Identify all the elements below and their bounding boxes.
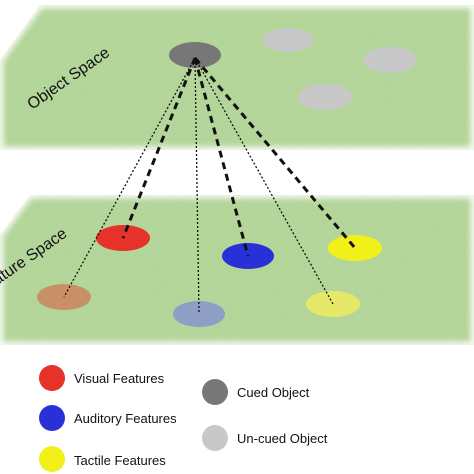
connection-auditory-front — [193, 57, 250, 257]
object-space-surface — [0, 5, 474, 150]
legend-item-tactile: Tactile Features — [39, 446, 166, 472]
legend-item-uncued: Un-cued Object — [202, 425, 328, 451]
connection-auditory-back — [194, 57, 200, 315]
connection-tactile-back — [194, 57, 334, 305]
legend-swatch-uncued — [202, 425, 228, 451]
legend-label-auditory: Auditory Features — [74, 411, 177, 426]
feature-space-plane — [0, 192, 474, 348]
connection-tactile-front — [193, 57, 357, 249]
legend-item-auditory: Auditory Features — [39, 405, 177, 431]
objects — [169, 28, 417, 110]
object-space-plane — [0, 2, 474, 153]
cued-object — [169, 42, 221, 68]
legend-swatch-auditory — [39, 405, 65, 431]
tactile-feature-back — [306, 291, 360, 317]
legend-item-cued: Cued Object — [202, 379, 310, 405]
uncued-object — [363, 47, 417, 73]
connection-visual-front — [121, 57, 197, 239]
legend-label-cued: Cued Object — [237, 385, 310, 400]
uncued-object — [298, 84, 352, 110]
auditory-feature-front — [222, 243, 274, 269]
legend-item-visual: Visual Features — [39, 365, 165, 391]
feature-space-surface — [0, 195, 474, 345]
connections — [63, 57, 357, 315]
legend-swatch-tactile — [39, 446, 65, 472]
uncued-object — [263, 28, 313, 52]
legend: Visual Features Auditory Features Tactil… — [39, 365, 328, 472]
tactile-feature-front — [328, 235, 382, 261]
legend-label-visual: Visual Features — [74, 371, 165, 386]
legend-label-uncued: Un-cued Object — [237, 431, 328, 446]
visual-feature-front — [96, 225, 150, 251]
legend-swatch-visual — [39, 365, 65, 391]
legend-swatch-cued — [202, 379, 228, 405]
legend-label-tactile: Tactile Features — [74, 453, 166, 468]
connection-visual-back — [63, 57, 196, 298]
